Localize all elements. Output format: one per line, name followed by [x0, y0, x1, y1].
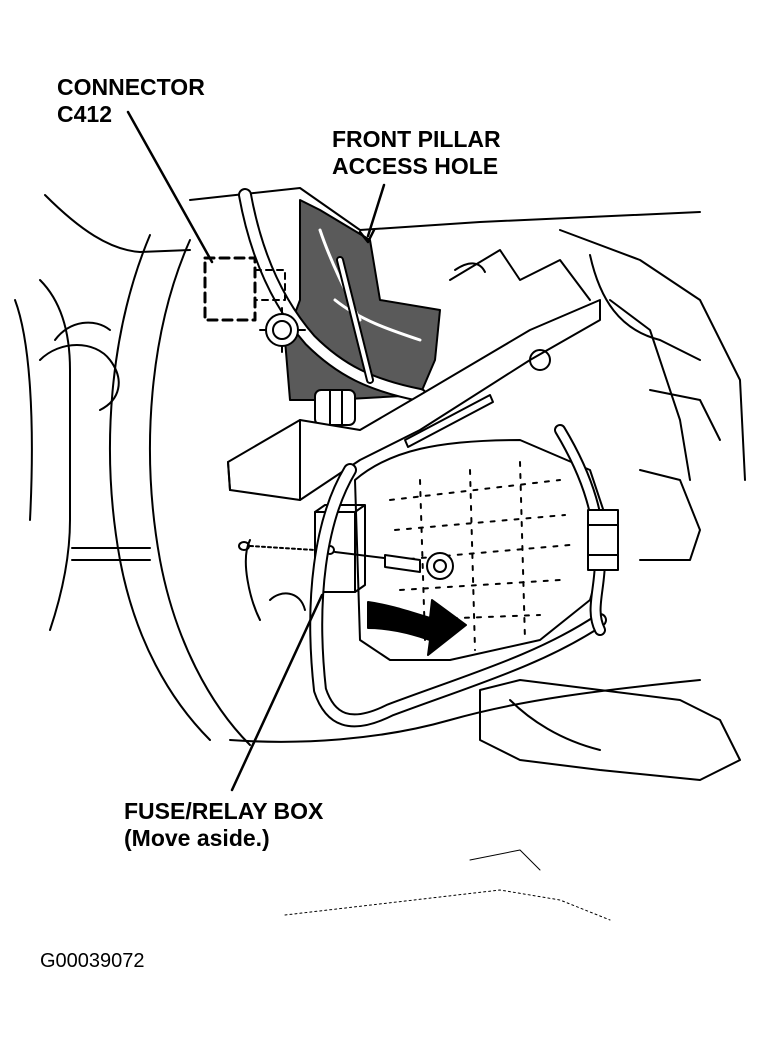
leader-fuse-relay-box [230, 593, 324, 792]
connector-callout-line1: CONNECTOR [57, 74, 205, 100]
bolt-hole [238, 541, 316, 551]
connector-callout-line2: C412 [57, 101, 112, 127]
fuse-relay-box-callout: FUSE/RELAY BOX (Move aside.) [124, 798, 323, 852]
figure-id: G00039072 [40, 950, 145, 972]
leader-connector [126, 110, 214, 264]
front-pillar-callout-line1: FRONT PILLAR [332, 126, 501, 152]
move-aside-arrow [367, 599, 467, 656]
wire-harness-upper [238, 188, 427, 402]
hood-edge [189, 187, 746, 481]
harness-clip [314, 389, 356, 426]
grommet [259, 307, 306, 353]
fuse-relay-box [354, 439, 611, 661]
connector-callout: CONNECTOR C412 [57, 74, 205, 128]
bolt [334, 551, 454, 580]
fuse-relay-box-callout-line2: (Move aside.) [124, 825, 270, 851]
bracket-arm [227, 249, 601, 501]
floor-lines [284, 849, 611, 921]
fuse-relay-box-callout-line1: FUSE/RELAY BOX [124, 798, 324, 824]
wire-harness-lower [309, 424, 619, 728]
leader-front-pillar [358, 183, 386, 244]
front-pillar-callout: FRONT PILLAR ACCESS HOLE [332, 126, 501, 180]
fender-arch [14, 194, 251, 746]
connector-c412 [203, 256, 286, 322]
lower-body [229, 389, 741, 781]
front-pillar-callout-line2: ACCESS HOLE [332, 153, 499, 179]
